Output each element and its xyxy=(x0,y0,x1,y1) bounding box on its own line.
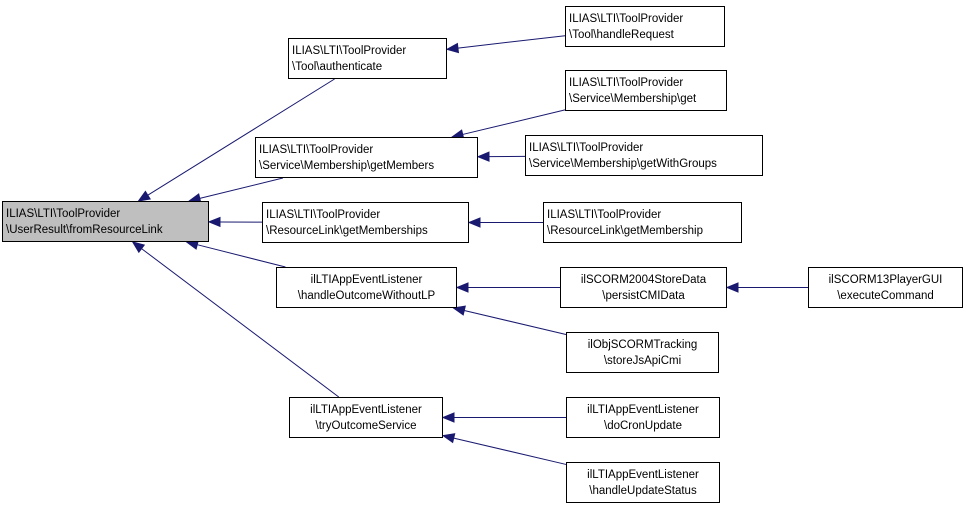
node-resourcelink-getmembership[interactable]: ILIAS\LTI\ToolProvider \ResourceLink\get… xyxy=(543,202,742,243)
node-line2: \Tool\authenticate xyxy=(292,60,383,73)
arrowhead xyxy=(467,217,481,228)
node-line1: ILIAS\LTI\ToolProvider xyxy=(292,44,407,57)
node-line2: \Service\Membership\getMembers xyxy=(259,159,435,172)
call-edge xyxy=(464,310,567,335)
call-edge xyxy=(453,437,567,465)
node-line2: \tryOutcomeService xyxy=(315,419,417,432)
node-line1: ilLTIAppEventListener xyxy=(310,273,423,286)
node-handleupdatestatus[interactable]: ilLTIAppEventListener \handleUpdateStatu… xyxy=(566,462,720,503)
node-line1: ilLTIAppEventListener xyxy=(587,403,699,416)
node-line2: \ResourceLink\getMembership xyxy=(547,224,703,237)
node-line1: ilLTIAppEventListener xyxy=(310,403,422,416)
node-line1: ILIAS\LTI\ToolProvider xyxy=(266,208,381,221)
node-userresult-fromresourcelink[interactable]: ILIAS\LTI\ToolProvider \UserResult\fromR… xyxy=(2,201,209,242)
node-resourcelink-getmemberships[interactable]: ILIAS\LTI\ToolProvider \ResourceLink\get… xyxy=(262,202,469,243)
node-line2: \executeCommand xyxy=(837,289,934,302)
call-edge xyxy=(199,177,284,199)
node-line2: \doCronUpdate xyxy=(604,419,682,432)
node-line1: ILIAS\LTI\ToolProvider xyxy=(259,143,374,156)
node-line2: \persistCMIData xyxy=(602,289,685,302)
node-membership-getmembers[interactable]: ILIAS\LTI\ToolProvider \Service\Membersh… xyxy=(255,137,478,178)
node-line1: ilLTIAppEventListener xyxy=(587,468,699,481)
node-scorm2004-persistcmidata[interactable]: ilSCORM2004StoreData \persistCMIData xyxy=(560,267,727,308)
node-line2: \Service\Membership\getWithGroups xyxy=(529,157,717,170)
node-line2: \handleUpdateStatus xyxy=(589,484,697,497)
node-line1: ILIAS\LTI\ToolProvider xyxy=(569,12,684,25)
node-tryoutcomeservice[interactable]: ilLTIAppEventListener \tryOutcomeService xyxy=(289,397,443,438)
node-handleoutcomewithoutlp[interactable]: ilLTIAppEventListener \handleOutcomeWith… xyxy=(276,267,457,308)
node-line2: \storeJsApiCmi xyxy=(603,354,682,367)
node-line1: ILIAS\LTI\ToolProvider xyxy=(547,208,662,221)
node-tool-authenticate[interactable]: ILIAS\LTI\ToolProvider \Tool\authenticat… xyxy=(288,38,447,79)
arrowhead xyxy=(445,42,460,54)
call-edge xyxy=(141,248,340,398)
node-line1: ilObjSCORMTracking xyxy=(587,338,698,351)
node-line2: \UserResult\fromResourceLink xyxy=(6,223,163,236)
arrowhead xyxy=(476,151,490,162)
node-scorm13-executecommand[interactable]: ilSCORM13PlayerGUI \executeCommand xyxy=(808,267,963,308)
arrowhead xyxy=(441,412,455,423)
node-docronupdate[interactable]: ilLTIAppEventListener \doCronUpdate xyxy=(566,397,720,438)
node-line2: \Tool\handleRequest xyxy=(569,28,674,41)
node-line1: ILIAS\LTI\ToolProvider xyxy=(6,207,121,220)
node-line1: ILIAS\LTI\ToolProvider xyxy=(569,76,684,89)
node-line1: ilSCORM13PlayerGUI xyxy=(828,273,943,286)
arrowhead xyxy=(131,241,146,254)
arrowhead xyxy=(452,305,466,316)
arrowhead xyxy=(207,216,221,228)
node-membership-get[interactable]: ILIAS\LTI\ToolProvider \Service\Membersh… xyxy=(565,70,727,111)
node-scormtracking-storejsapicmi[interactable]: ilObjSCORMTracking \storeJsApiCmi xyxy=(566,332,719,373)
node-line1: ilSCORM2004StoreData xyxy=(580,273,707,286)
node-membership-getwithgroups[interactable]: ILIAS\LTI\ToolProvider \Service\Membersh… xyxy=(525,135,763,176)
arrowhead xyxy=(137,190,151,202)
arrowhead xyxy=(441,433,456,444)
node-line2: \ResourceLink\getMemberships xyxy=(266,224,428,237)
call-edge xyxy=(462,109,566,135)
call-edge xyxy=(147,78,335,196)
node-line1: ILIAS\LTI\ToolProvider xyxy=(529,141,644,154)
node-line2: \handleOutcomeWithoutLP xyxy=(297,289,436,302)
arrowhead xyxy=(455,282,469,293)
call-edge xyxy=(197,244,286,268)
node-line2: \Service\Membership\get xyxy=(569,92,697,105)
call-edge xyxy=(457,35,566,49)
arrowhead xyxy=(725,282,739,293)
node-tool-handlerequest[interactable]: ILIAS\LTI\ToolProvider \Tool\handleReque… xyxy=(565,6,725,47)
